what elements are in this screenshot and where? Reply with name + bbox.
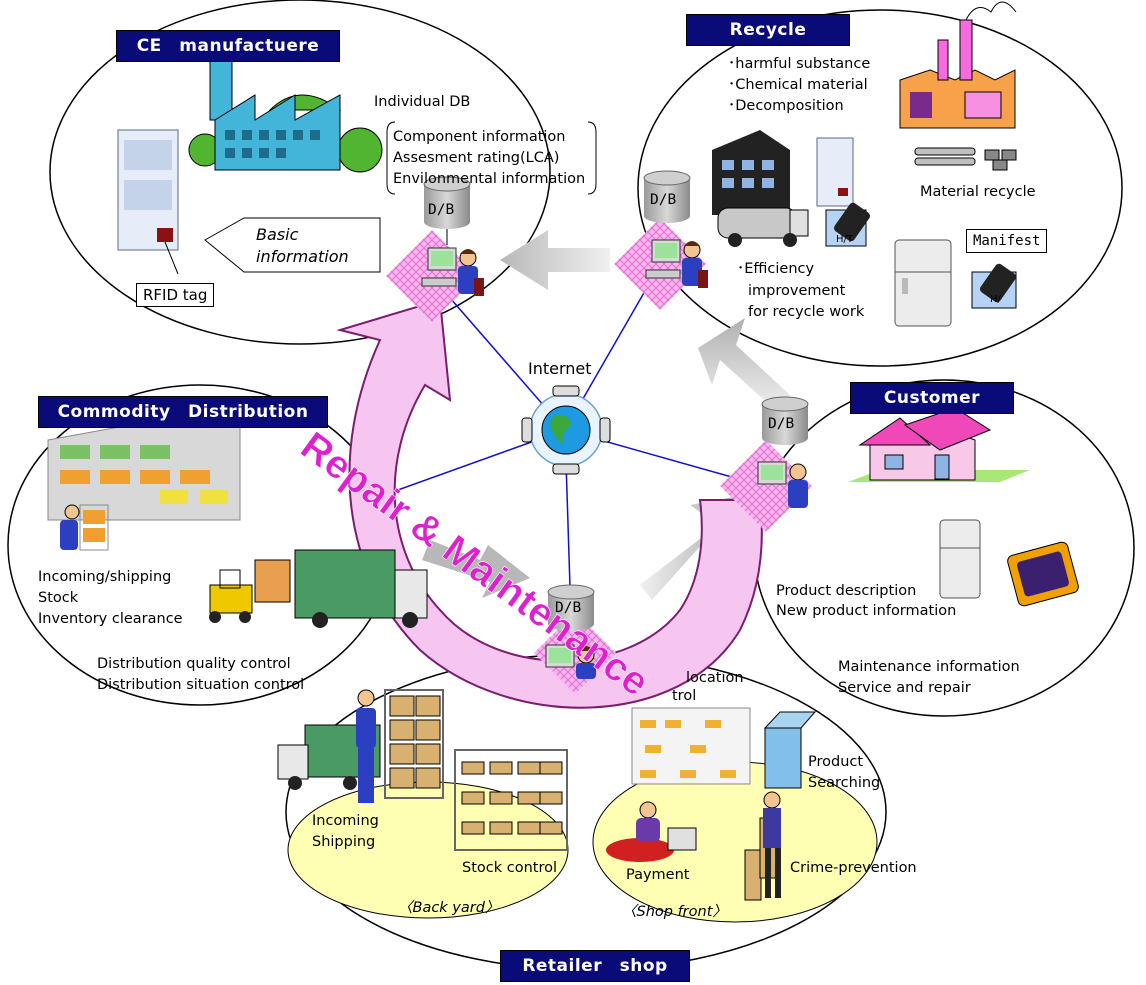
back-yard-label: 〈Back yard〉 <box>398 900 500 916</box>
material-recycle-label: Material recycle <box>920 184 1036 200</box>
cashier-icon <box>606 801 697 862</box>
efficiency-line1: ･Efficiency <box>737 261 815 277</box>
individual-db-label: Individual DB <box>374 94 471 110</box>
operator-icon <box>645 239 708 288</box>
server-with-rfid-icon <box>117 129 179 275</box>
customer-maintenance-info: Maintenance information <box>838 659 1020 675</box>
delivery-truck-icon <box>294 549 428 628</box>
handheld-terminal-icon <box>971 263 1017 309</box>
retailer-searching-label: Searching <box>808 775 881 791</box>
retailer-product-label: Product <box>808 754 864 770</box>
operator-icon <box>421 247 484 296</box>
db-cylinder-recycle <box>643 170 691 223</box>
material-bars-icon <box>914 147 1017 171</box>
factory-icon <box>188 59 383 173</box>
customer-new-product: New product information <box>776 603 957 619</box>
db-cylinder-retailer <box>547 584 595 631</box>
security-guard-icon <box>744 791 781 901</box>
ht-label: H/T <box>836 234 853 245</box>
retailer-incoming-label: Incoming <box>312 813 379 829</box>
kiosk-icon <box>763 711 817 789</box>
basic-information-line2: information <box>256 247 349 266</box>
ht2-label: H/ <box>990 294 1001 305</box>
distribution-incoming-shipping: Incoming/shipping <box>38 569 172 585</box>
rfid-tag-label: RFID tag <box>136 283 215 307</box>
retailer-payment: Payment <box>626 867 690 883</box>
retailer-crime-prevention: Crime-prevention <box>790 860 917 876</box>
db-label-manufacturer: D/B <box>428 202 455 218</box>
distribution-stock: Stock <box>38 590 79 606</box>
refrigerator-icon <box>894 239 952 327</box>
retailer-control-partial: trol <box>672 688 697 704</box>
customer-product-description: Product description <box>776 583 917 599</box>
garbage-truck-icon <box>717 207 809 247</box>
handheld-terminal-icon <box>825 202 871 247</box>
worker-with-cart-icon <box>60 504 109 551</box>
efficiency-line2: improvement <box>748 283 846 299</box>
db-label-customer: D/B <box>768 416 795 432</box>
refrigerator-icon <box>939 519 981 599</box>
television-icon <box>1007 541 1079 607</box>
header-recycle: Recycle <box>686 14 850 46</box>
arrow-customer-to-recycle <box>698 318 790 410</box>
shop-shelves-icon <box>631 707 751 785</box>
manufacturer-ellipse <box>49 0 551 345</box>
globe-icon <box>521 385 611 475</box>
db-cylinder-customer <box>761 396 809 445</box>
recycle-ellipse <box>637 9 1123 367</box>
header-retailer: Retailer shop <box>500 950 690 982</box>
internet-label: Internet <box>528 359 592 378</box>
stock-shelf-icon <box>454 749 568 851</box>
header-distribution: Commodity Distribution <box>38 396 328 428</box>
distribution-situation-control: Distribution situation control <box>97 677 305 693</box>
recycle-building-icon <box>712 130 790 215</box>
operator-icon <box>757 461 808 508</box>
header-customer: Customer <box>850 382 1014 414</box>
efficiency-line3: for recycle work <box>748 304 865 320</box>
db-items-bracket <box>386 121 396 195</box>
arrow-recycle-to-manufacturer <box>500 230 610 290</box>
customer-service-repair: Service and repair <box>838 680 971 696</box>
recycle-plant-icon <box>899 1 1017 129</box>
forklift-icon <box>209 559 291 623</box>
basic-information-line1: Basic <box>256 225 299 244</box>
db-item-envilonmental: Envilonmental information <box>393 171 586 187</box>
shop-front-label: 〈Shop front〉 <box>622 904 727 920</box>
db-label-retailer: D/B <box>555 600 582 616</box>
recycle-server-icon <box>816 137 854 207</box>
retailer-location-partial: location <box>686 670 744 686</box>
operator-icon <box>545 644 596 679</box>
house-icon <box>848 407 1030 482</box>
retailer-shipping-label: Shipping <box>312 834 376 850</box>
box-cart-icon <box>356 689 444 803</box>
header-manufacturer: CE manufactuere <box>116 30 340 62</box>
manifest-label: Manifest <box>966 229 1048 253</box>
recycle-item-chemical: ･Chemical material <box>728 77 868 93</box>
warehouse-icon <box>47 424 241 521</box>
recycle-item-decomposition: ･Decomposition <box>728 98 844 114</box>
recycle-item-harmful: ･harmful substance <box>728 56 871 72</box>
db-cylinder-manufacturer <box>423 176 471 245</box>
retailer-stock-control: Stock control <box>462 860 558 876</box>
distribution-inventory-clearance: Inventory clearance <box>38 611 183 627</box>
db-item-assesment: Assesment rating(LCA) <box>393 150 560 166</box>
db-item-component: Component information <box>393 129 566 145</box>
db-label-recycle: D/B <box>650 192 677 208</box>
distribution-quality-control: Distribution quality control <box>97 656 291 672</box>
arrow-distribution-to-retailer <box>422 540 530 598</box>
basic-info-arrow-box <box>204 217 381 273</box>
